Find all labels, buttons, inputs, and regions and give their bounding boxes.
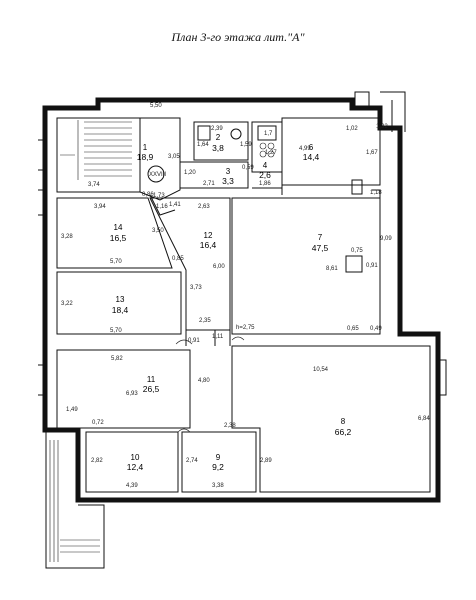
room-13-wall (56, 271, 182, 335)
marker-circle (147, 165, 165, 183)
room-6-wall (281, 117, 381, 186)
sink-fixture (197, 125, 211, 141)
column (345, 255, 363, 273)
left-annex (45, 432, 105, 569)
room-3-wall (179, 161, 249, 189)
right-top-wing (380, 91, 406, 132)
room-10-wall (85, 431, 179, 493)
fixture-4 (257, 125, 277, 141)
room-11-wall (56, 349, 191, 429)
plan-title: План 3-го этажа лит."А" (171, 30, 305, 44)
top-stub (354, 91, 370, 107)
room-8-wall (231, 345, 431, 493)
room-14-wall (56, 197, 173, 269)
room-7-wall (231, 197, 381, 335)
room-9-wall (181, 431, 257, 493)
room-4-wall (251, 121, 283, 173)
toilet-fixture (230, 128, 242, 140)
outer-wall (42, 97, 441, 503)
stair-lines (60, 120, 132, 180)
room-2-wall (193, 121, 249, 161)
room-12-wall (149, 197, 231, 331)
